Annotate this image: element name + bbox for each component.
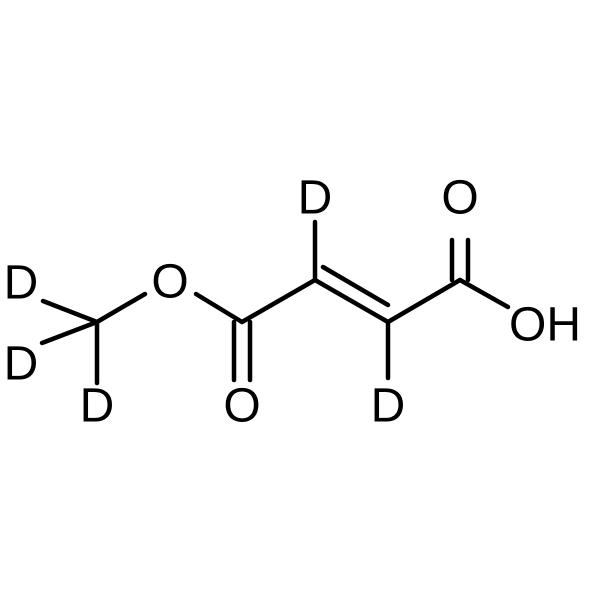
atom-label-o-carbonyl-left: O: [223, 380, 260, 433]
atom-label-d-top: D: [298, 172, 333, 225]
atom-label-oh: OH: [509, 299, 581, 352]
atom-label-o-carbonyl-right: O: [441, 172, 478, 225]
atom-label-o-ester: O: [151, 256, 188, 309]
atom-label-d-methyl-2: D: [4, 338, 39, 391]
atom-labels: D O D O OH D D O D: [4, 172, 581, 433]
bond-c4-c5: [385, 277, 463, 325]
bond-c3-c4-b: [320, 264, 391, 308]
bond-c3-c4-a: [312, 277, 391, 325]
atom-label-d-methyl-1: D: [4, 257, 39, 310]
bond-c1-o-ester: [94, 291, 148, 325]
atom-label-d-methyl-3: D: [80, 380, 115, 433]
bond-d1-c1: [40, 298, 100, 325]
bond-c2-c3: [239, 277, 318, 325]
bond-o-ester-c2: [193, 291, 245, 325]
bond-d2-c1: [39, 319, 100, 346]
bond-c5-oh: [457, 277, 511, 310]
bonds: [39, 219, 511, 386]
atom-label-d-bottom: D: [371, 380, 406, 433]
